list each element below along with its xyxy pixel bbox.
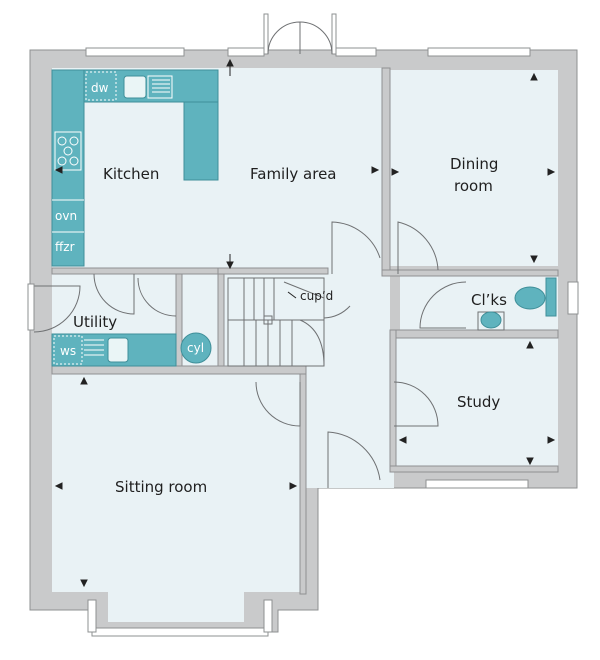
dining-door [397, 221, 439, 274]
hall-floor [218, 268, 390, 378]
front-door [327, 431, 381, 488]
label-cupboard: cup’d [300, 289, 333, 303]
clks-window [567, 281, 579, 315]
dimension-markers [54, 58, 556, 588]
door-swings [27, 221, 467, 488]
family-window-right [335, 47, 377, 57]
label-cyl: cyl [187, 341, 204, 355]
clks-fittings [477, 277, 557, 331]
sitting-room-floor [52, 374, 300, 592]
bay-floor [108, 590, 244, 622]
dishwasher [85, 71, 117, 101]
label-family-area: Family area [250, 165, 336, 183]
label-sitting-room: Sitting room [115, 478, 207, 496]
room-floors [52, 68, 558, 622]
label-dw: dw [91, 81, 109, 95]
dining-window [427, 47, 531, 57]
utility-door-frame [27, 283, 35, 331]
family-window-left [227, 47, 265, 57]
study-window [425, 479, 529, 489]
interior-walls [51, 67, 559, 595]
utility-back-door [30, 285, 81, 333]
clks-door [419, 281, 467, 329]
sink-icon [123, 75, 173, 99]
label-ovn: ovn [55, 209, 77, 223]
study-door [393, 381, 439, 427]
label-clks: Cl’ks [471, 291, 507, 309]
sitting-room-door [255, 381, 301, 427]
windows [85, 47, 579, 637]
utility-sink-icon [84, 337, 129, 363]
label-utility: Utility [73, 313, 117, 331]
study-floor [396, 338, 558, 468]
dining-floor [390, 70, 558, 266]
staircase [227, 277, 325, 367]
label-ws: ws [60, 344, 76, 358]
kitchen-window [85, 47, 185, 57]
label-dining-line2: room [454, 177, 493, 195]
basin-icon [477, 311, 505, 331]
washing-machine [53, 335, 83, 365]
bay-window-right [263, 599, 273, 633]
label-dining-line1: Dining [450, 155, 498, 173]
utility-units [51, 332, 212, 367]
cistern [545, 277, 557, 317]
french-doors [263, 13, 337, 55]
label-kitchen: Kitchen [103, 165, 159, 183]
hob-icon [54, 131, 82, 171]
worktop-left [51, 69, 85, 267]
cylinder-icon [180, 332, 212, 364]
kitchen-units [51, 69, 219, 267]
utility-cupboard-door [137, 277, 177, 317]
label-ffzr: ffzr [55, 240, 75, 254]
kitchen-island [183, 101, 219, 181]
label-study: Study [457, 393, 500, 411]
bay-window-left [87, 599, 97, 633]
toilet-icon [514, 286, 546, 310]
utility-door [93, 273, 135, 315]
cupboard-door [323, 280, 351, 319]
hall-door-top [331, 221, 381, 274]
hall-lower-floor [306, 378, 394, 488]
bay-window-front [91, 627, 269, 637]
